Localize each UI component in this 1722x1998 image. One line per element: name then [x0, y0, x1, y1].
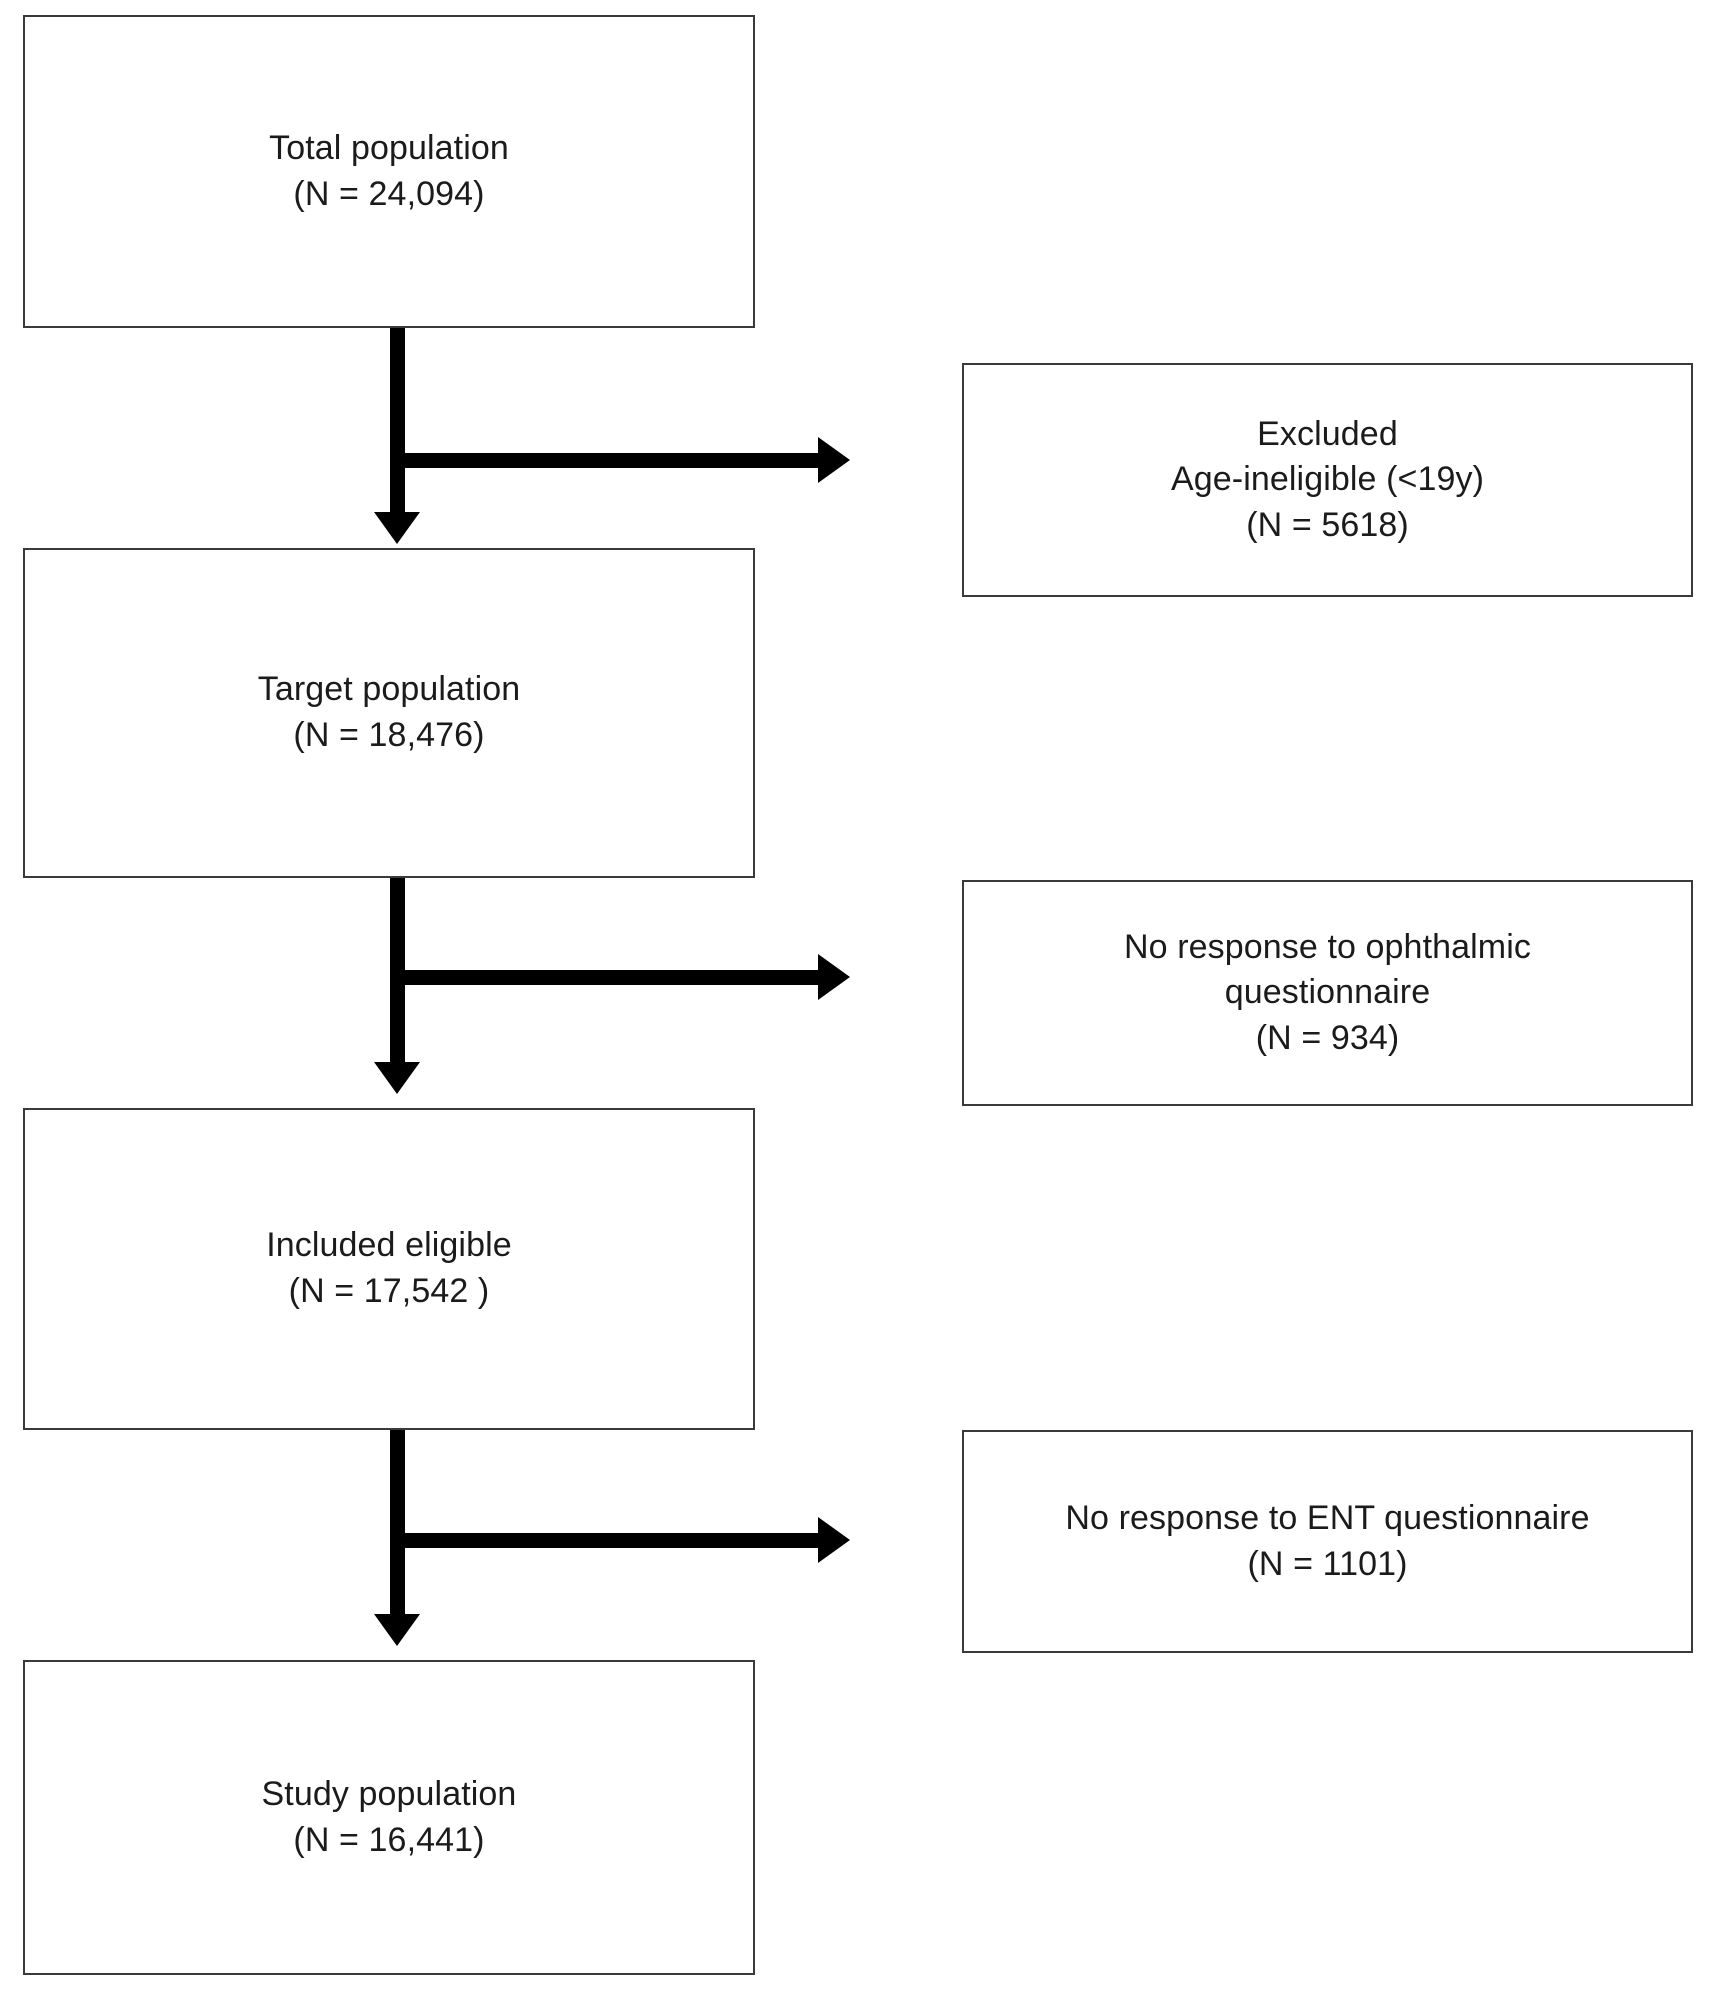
node-no-response-ophthalmic-count: (N = 934)	[1255, 1018, 1400, 1057]
node-no-response-ophthalmic-line1: No response to ophthalmic	[1124, 927, 1531, 966]
node-included-eligible-count: (N = 17,542 )	[288, 1272, 490, 1310]
node-excluded-age-ineligible-line2: Age-ineligible (<19y)	[1171, 460, 1484, 499]
node-included-eligible: Included eligible (N = 17,542 )	[23, 1108, 755, 1430]
node-study-population-title: Study population	[261, 1774, 517, 1813]
arrow-branch-right-icon	[397, 453, 822, 468]
node-included-eligible-title: Included eligible	[266, 1226, 512, 1265]
node-study-population: Study population (N = 16,441)	[23, 1660, 755, 1975]
arrow-stem-down-icon	[390, 328, 405, 513]
node-total-population: Total population (N = 24,094)	[23, 15, 755, 328]
node-target-population-title: Target population	[257, 670, 521, 709]
arrow-head-right-icon	[818, 437, 850, 483]
arrow-head-right-icon	[818, 954, 850, 1000]
node-no-response-ent: No response to ENT questionnaire (N = 11…	[962, 1430, 1693, 1653]
arrow-head-down-icon	[374, 512, 420, 544]
arrow-head-down-icon	[374, 1614, 420, 1646]
node-no-response-ent-count: (N = 1101)	[1247, 1544, 1408, 1583]
node-no-response-ophthalmic-line2: questionnaire	[1224, 973, 1431, 1012]
node-total-population-title: Total population	[269, 128, 509, 167]
arrow-head-down-icon	[374, 1062, 420, 1094]
node-study-population-count: (N = 16,441)	[293, 1820, 485, 1859]
arrow-branch-right-icon	[397, 1533, 822, 1548]
node-excluded-age-ineligible: Excluded Age-ineligible (<19y) (N = 5618…	[962, 363, 1693, 597]
node-excluded-age-ineligible-line1: Excluded	[1257, 414, 1398, 453]
arrow-head-right-icon	[818, 1517, 850, 1563]
node-excluded-age-ineligible-count: (N = 5618)	[1246, 505, 1409, 544]
node-total-population-count: (N = 24,094)	[293, 174, 485, 213]
arrow-stem-down-icon	[390, 1430, 405, 1615]
node-no-response-ophthalmic: No response to ophthalmic questionnaire …	[962, 880, 1693, 1106]
node-no-response-ent-line1: No response to ENT questionnaire	[1065, 1498, 1590, 1537]
node-target-population-count: (N = 18,476)	[293, 716, 485, 754]
arrow-branch-right-icon	[397, 970, 822, 985]
node-target-population: Target population (N = 18,476)	[23, 548, 755, 878]
